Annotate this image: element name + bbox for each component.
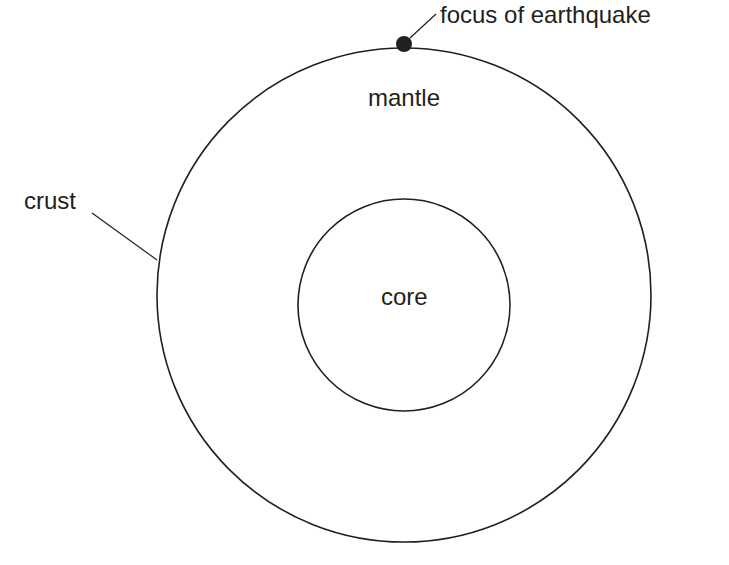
- focus-dot: [396, 36, 412, 52]
- callout-label: crust: [24, 188, 76, 214]
- leader-line: [410, 14, 436, 38]
- region-label: mantle: [368, 85, 440, 111]
- callout-label: focus of earthquake: [440, 2, 651, 28]
- mantle-circle: mantle core: [156, 47, 652, 543]
- core-circle: core: [297, 198, 511, 412]
- region-label: core: [381, 284, 428, 310]
- leader-line: [92, 213, 157, 260]
